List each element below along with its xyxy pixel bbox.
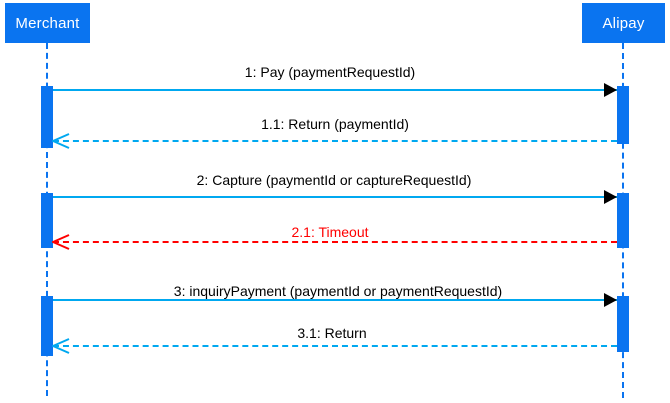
message-line-3 (53, 299, 617, 301)
message-line-2-1 (53, 241, 617, 243)
participant-label: Alipay (602, 14, 645, 32)
arrowhead-filled-icon (604, 83, 617, 97)
activation-bar-merchant (41, 86, 53, 148)
activation-bar-alipay (617, 86, 629, 144)
message-line-1 (53, 89, 617, 91)
activation-bar-alipay (617, 193, 629, 248)
message-line-3-1 (53, 345, 617, 347)
arrowhead-filled-icon (604, 190, 617, 204)
message-label-2: 2: Capture (paymentId or captureRequestI… (196, 172, 472, 188)
activation-bar-alipay (617, 296, 629, 352)
message-label-3: 3: inquiryPayment (paymentId or paymentR… (173, 283, 503, 299)
message-line-1-1 (53, 140, 617, 142)
participant-label: Merchant (15, 14, 80, 32)
arrowhead-filled-icon (604, 293, 617, 307)
activation-bar-merchant (41, 296, 53, 356)
arrowhead-open-icon (52, 338, 70, 354)
arrowhead-open-icon (52, 133, 70, 149)
message-label-3-1: 3.1: Return (297, 325, 367, 341)
participant-alipay[interactable]: Alipay (582, 3, 665, 43)
arrowhead-open-icon (52, 234, 70, 250)
message-label-1: 1: Pay (paymentRequestId) (244, 64, 416, 80)
message-label-1-1: 1.1: Return (paymentId) (261, 116, 409, 132)
activation-bar-merchant (41, 193, 53, 248)
message-label-2-1: 2.1: Timeout (291, 224, 369, 240)
message-line-2 (53, 196, 617, 198)
participant-merchant[interactable]: Merchant (5, 3, 90, 43)
